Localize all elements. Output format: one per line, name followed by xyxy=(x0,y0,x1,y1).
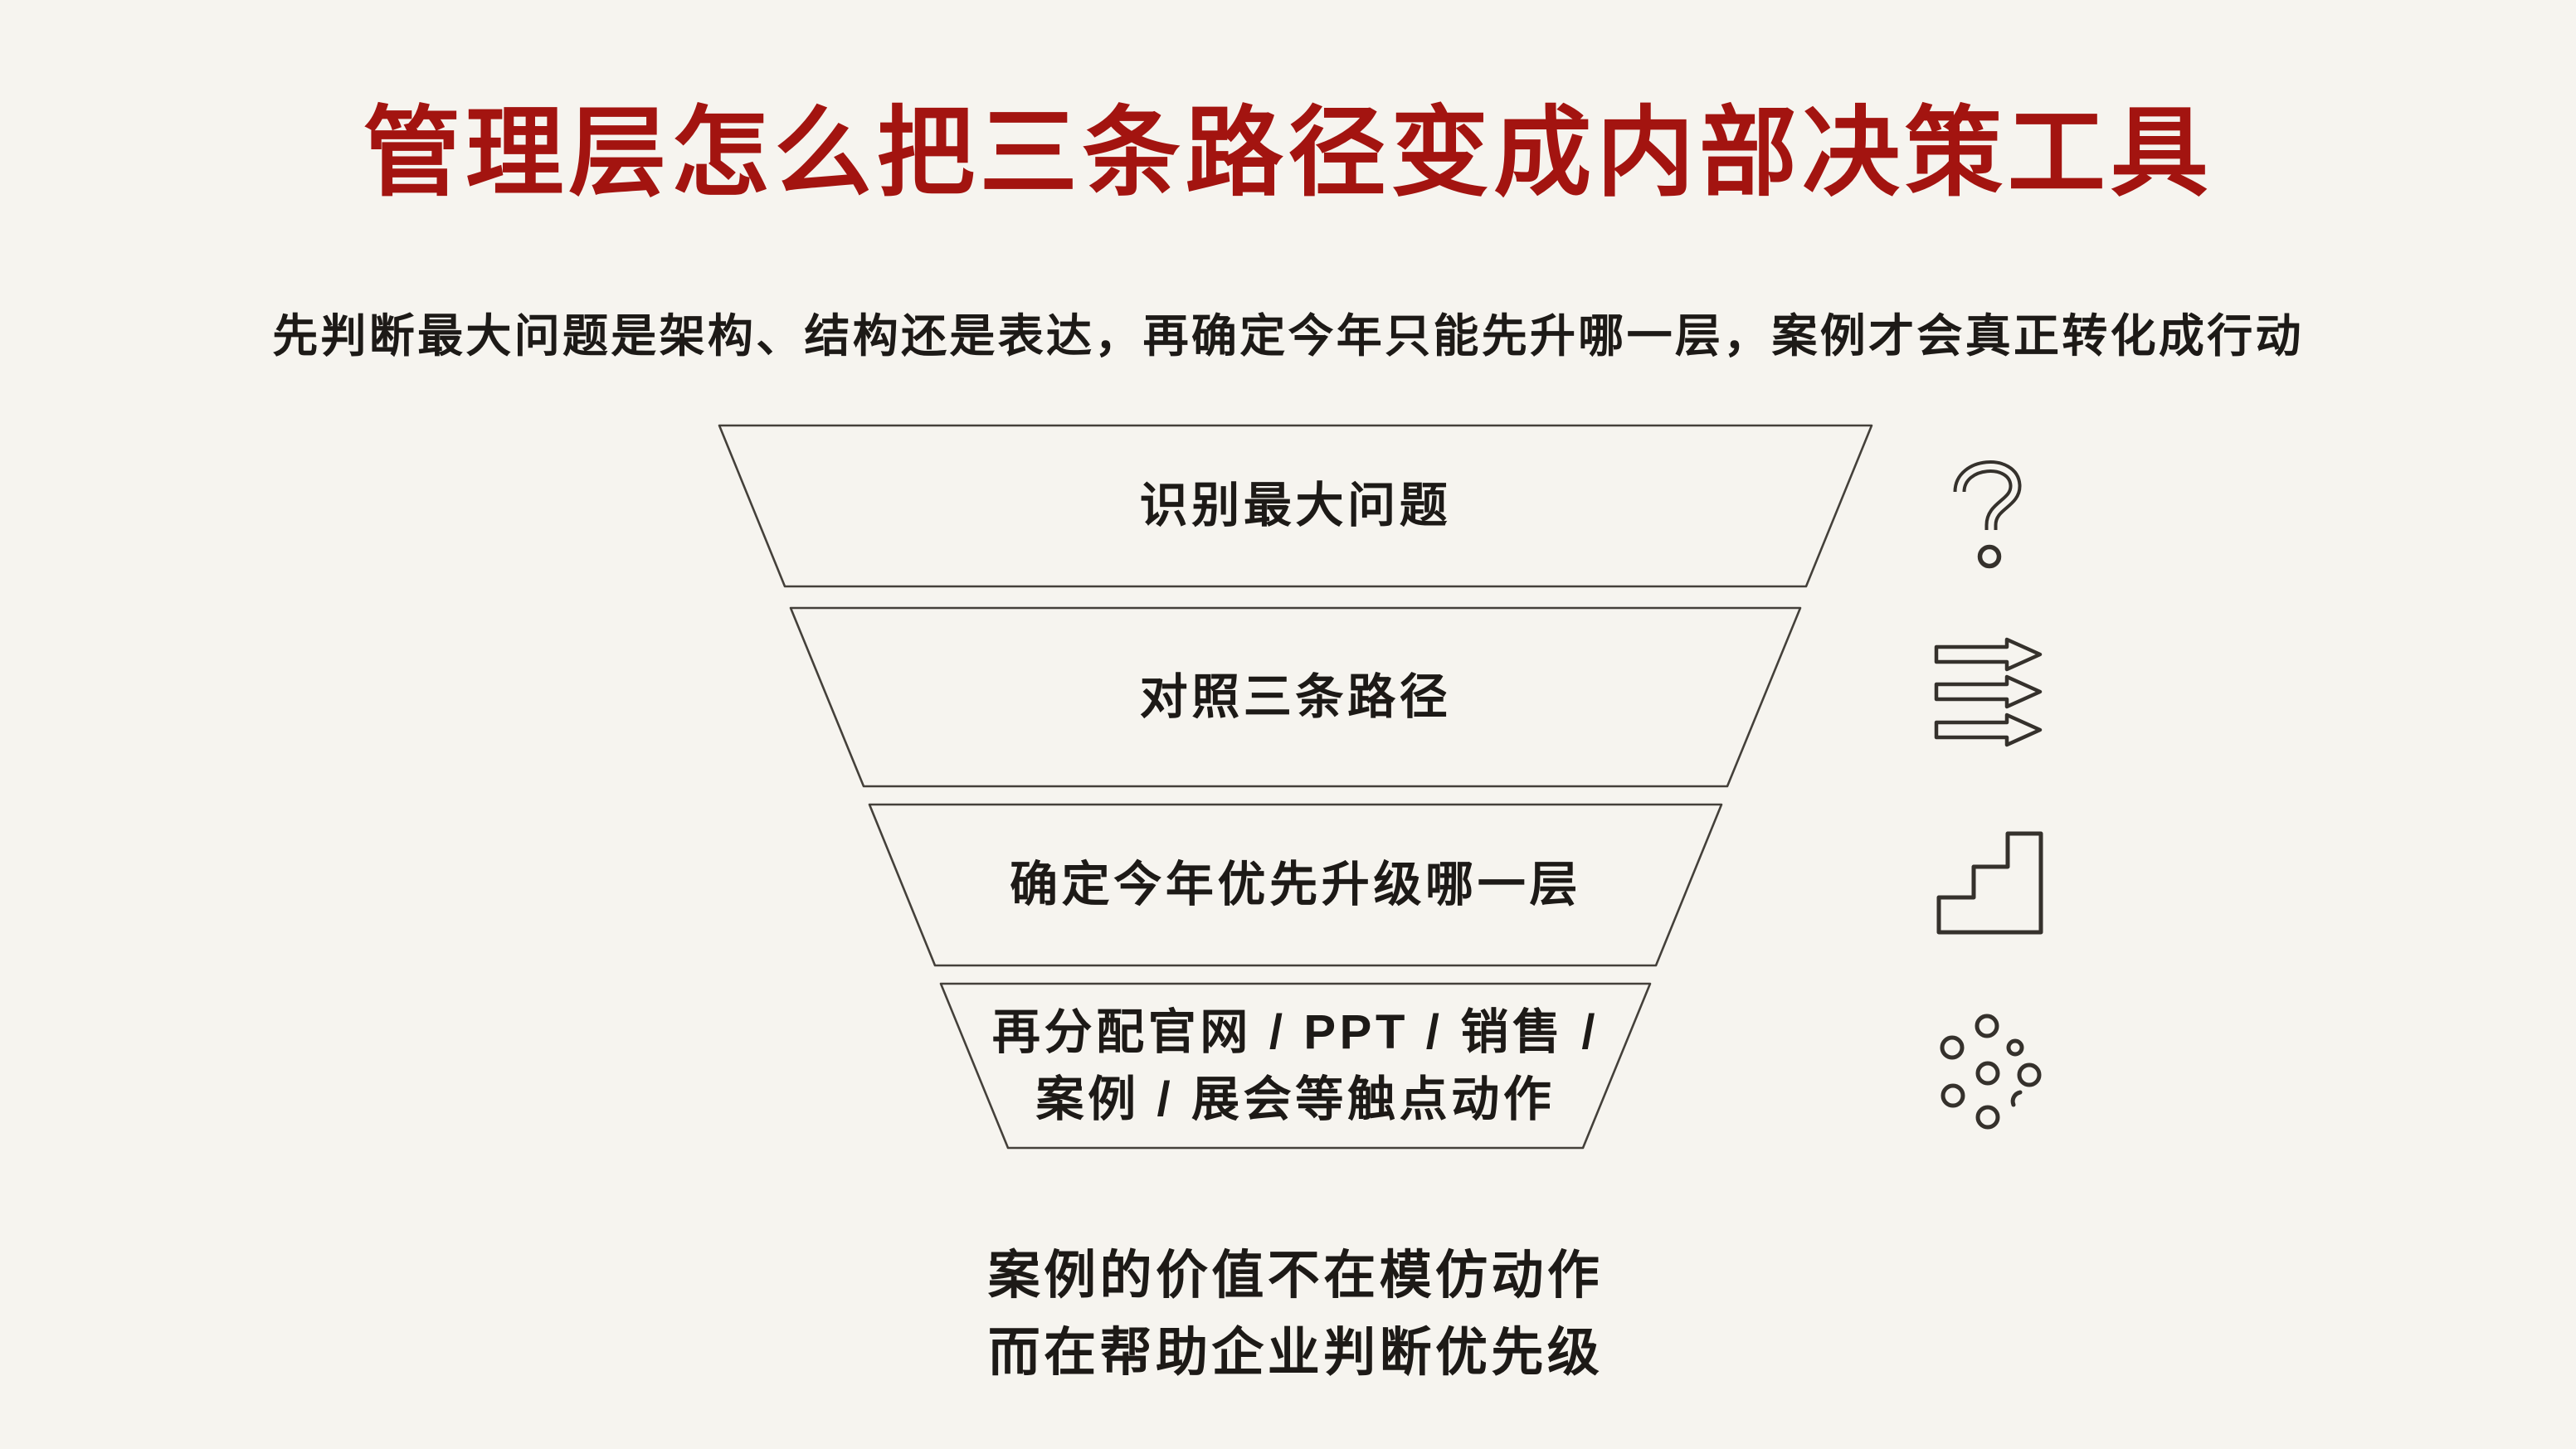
funnel-level-3-shape xyxy=(868,803,1723,967)
footer-note: 案例的价值不在模仿动作 而在帮助企业判断优先级 xyxy=(718,1237,1873,1392)
funnel-level-4: 再分配官网 / PPT / 销售 / 案例 / 展会等触点动作 xyxy=(718,982,1873,1150)
funnel-level-2-label: 对照三条路径 xyxy=(1139,669,1452,724)
footer-line-2: 而在帮助企业判断优先级 xyxy=(987,1324,1604,1382)
funnel-level-1: 识别最大问题 xyxy=(718,424,1873,588)
funnel-level-4-label: 再分配官网 / PPT / 销售 / 案例 / 展会等触点动作 xyxy=(991,1004,1600,1126)
funnel-level-3-label: 确定今年优先升级哪一层 xyxy=(1009,858,1582,912)
stairs-icon xyxy=(1936,831,2043,935)
triple-arrows-icon xyxy=(1934,637,2043,748)
funnel-level-2: 对照三条路径 xyxy=(718,606,1873,788)
funnel-level-3: 确定今年优先升级哪一层 xyxy=(718,803,1873,967)
question-mark-icon xyxy=(1951,450,2026,575)
scatter-dots-icon xyxy=(1940,1014,2043,1130)
funnel-diagram: 识别最大问题 对照三条路径 确定今年优先升级哪一层 再分配官网 / PPT / … xyxy=(718,424,1873,1150)
footer-line-1: 案例的价值不在模仿动作 xyxy=(987,1247,1604,1305)
page-subtitle: 先判断最大问题是架构、结构还是表达，再确定今年只能先升哪一层，案例才会真正转化成… xyxy=(272,310,2304,362)
page-title: 管理层怎么把三条路径变成内部决策工具 xyxy=(363,99,2213,208)
funnel-level-4-shape xyxy=(939,982,1652,1150)
funnel-level-2-shape xyxy=(789,606,1802,788)
funnel-level-1-label: 识别最大问题 xyxy=(1139,479,1452,533)
funnel-level-1-shape xyxy=(718,424,1873,588)
